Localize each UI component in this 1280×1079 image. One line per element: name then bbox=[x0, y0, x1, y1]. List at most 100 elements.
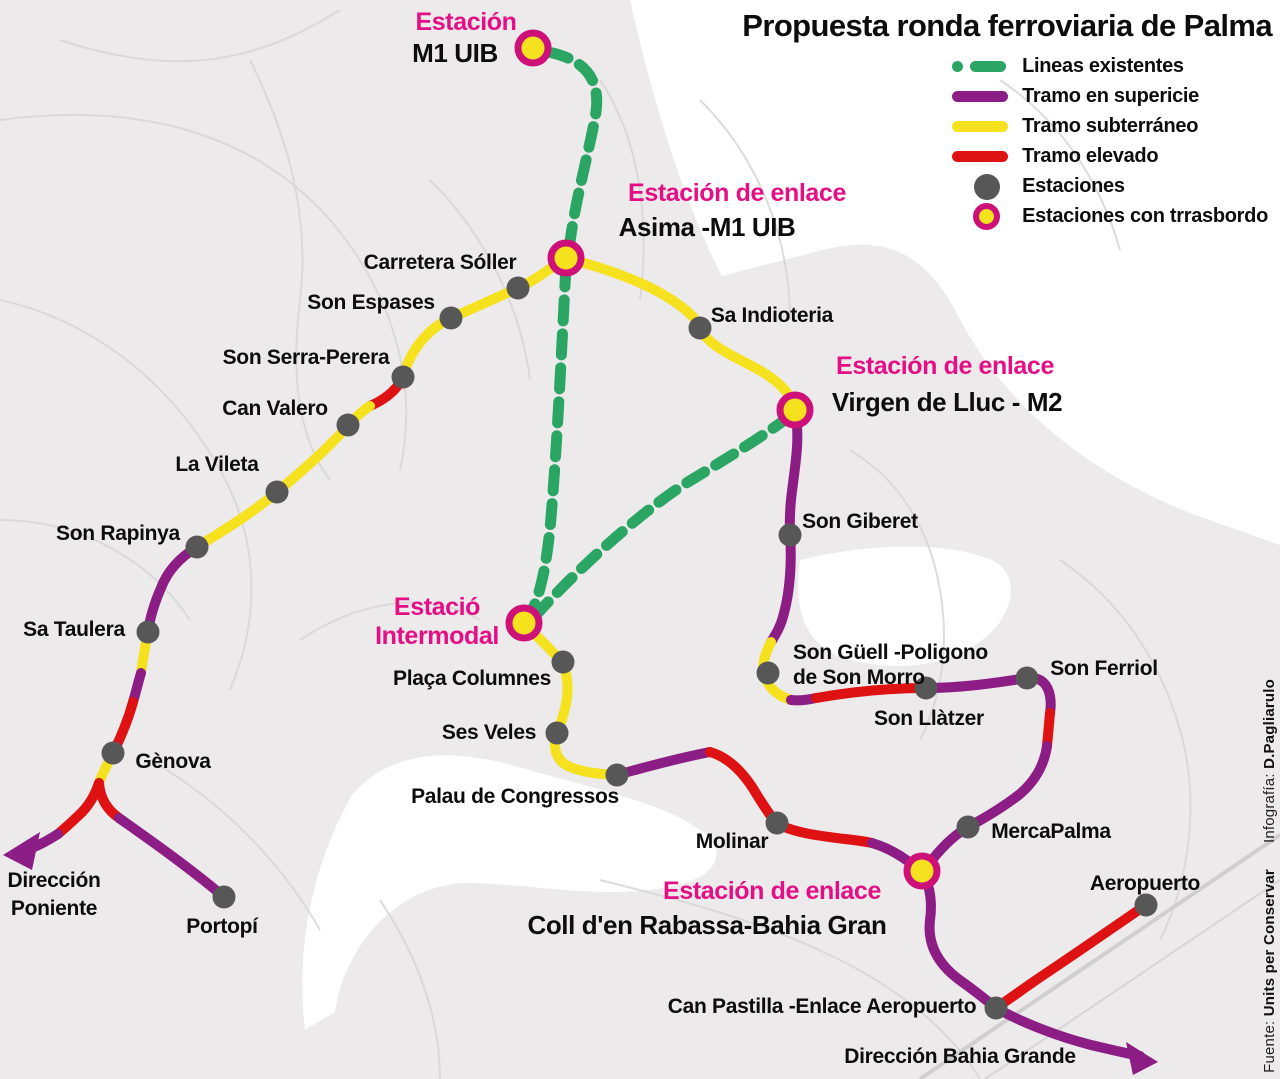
map-label-estaci-n: Estación bbox=[416, 8, 517, 36]
map-label-la-vileta: La Vileta bbox=[175, 453, 259, 476]
underground-section-swatch bbox=[952, 121, 1014, 132]
existing-lines-swatch bbox=[952, 61, 1014, 72]
map-label-ses-veles: Ses Veles bbox=[442, 721, 536, 744]
map-road bbox=[599, 79, 645, 301]
station-palau-de-congressos bbox=[605, 763, 629, 787]
infographic-author: D.Pagliarulo bbox=[1261, 679, 1278, 770]
rail-segment-aeropuerto-elevated bbox=[991, 900, 1151, 1013]
legend: Lineas existentes Tramo en supericie Tra… bbox=[952, 54, 1268, 230]
map-label-sa-indioteria: Sa Indioteria bbox=[711, 304, 834, 327]
surface-section-swatch bbox=[952, 91, 1014, 102]
map-label-can-valero: Can Valero bbox=[222, 397, 328, 420]
map-road bbox=[249, 59, 331, 481]
map-label-direcci-n-bahia-grande: Dirección Bahia Grande bbox=[844, 1045, 1075, 1068]
transfer-dot-swatch bbox=[952, 203, 1014, 230]
transfer-station-m1-uib bbox=[514, 29, 552, 67]
legend-label: Estaciones bbox=[1022, 175, 1125, 197]
source-name: Units per Conservar bbox=[1261, 869, 1278, 1017]
station-portop- bbox=[212, 885, 236, 909]
station-la-vileta bbox=[265, 480, 289, 504]
legend-label: Lineas existentes bbox=[1022, 55, 1184, 77]
infographic-label: Infografía: bbox=[1261, 773, 1278, 844]
map-label-son-giberet: Son Giberet bbox=[802, 510, 918, 533]
station-son-giberet bbox=[778, 523, 802, 547]
station-son-g-ell-poligono-de-son-morro bbox=[756, 661, 780, 685]
legend-item-stations: Estaciones bbox=[952, 173, 1268, 200]
station-son-ll-tzer bbox=[914, 676, 938, 700]
station-can-pastilla-enlace-aeropuerto bbox=[984, 996, 1008, 1020]
airport-runway bbox=[918, 833, 1280, 1079]
map-label-estaci-n-de-enlace: Estación de enlace bbox=[663, 877, 881, 905]
map-label-asima-m1-uib: Asima -M1 UIB bbox=[619, 212, 796, 242]
rail-segment-west-surface-1 bbox=[143, 542, 202, 637]
station-son-rapinya bbox=[185, 535, 209, 559]
legend-label: Tramo elevado bbox=[1022, 145, 1159, 167]
map-label-m1-uib: M1 UIB bbox=[412, 38, 498, 68]
map-label-virgen-de-lluc-m2: Virgen de Lluc - M2 bbox=[832, 387, 1062, 417]
map-label-aeropuerto: Aeropuerto bbox=[1090, 872, 1200, 895]
station-sa-indioteria bbox=[688, 316, 712, 340]
rail-segment-west-tunnel-1 bbox=[398, 253, 571, 382]
elevated-section-swatch bbox=[952, 151, 1014, 162]
station-pla-a-columnes bbox=[551, 650, 575, 674]
rail-segment-bahia-surface bbox=[920, 871, 1145, 1061]
map-label-can-pastilla-enlace-aeropuerto: Can Pastilla -Enlace Aeropuerto bbox=[668, 995, 977, 1018]
map-label-pla-a-columnes: Plaça Columnes bbox=[393, 667, 551, 690]
station-aeropuerto bbox=[1134, 893, 1158, 917]
map-label-estaci-n-de-enlace: Estación de enlace bbox=[628, 179, 846, 207]
airport-runway bbox=[984, 879, 1280, 1079]
station-son-serra-perera bbox=[391, 365, 415, 389]
rail-segment-west-elevated-fork-left bbox=[53, 778, 104, 839]
legend-item-underground-section: Tramo subterráneo bbox=[952, 114, 1268, 139]
map-label-molinar: Molinar bbox=[696, 830, 769, 853]
station-ses-veles bbox=[545, 721, 569, 745]
legend-label: Tramo subterráneo bbox=[1022, 115, 1199, 137]
map-label-portop-: Portopí bbox=[186, 915, 259, 938]
legend-item-elevated-section: Tramo elevado bbox=[952, 144, 1268, 169]
station-g-nova bbox=[101, 741, 125, 765]
station-can-valero bbox=[336, 413, 360, 437]
rail-segment-mercapalma-surface bbox=[921, 741, 1052, 873]
map-open-area bbox=[798, 546, 1011, 666]
map-road bbox=[299, 601, 481, 641]
map-label-carretera-s-ller: Carretera Sóller bbox=[364, 251, 517, 274]
station-son-espases bbox=[439, 306, 463, 330]
map-label-g-nova: Gènova bbox=[135, 750, 211, 773]
map-road bbox=[599, 879, 981, 1079]
map-road bbox=[699, 99, 791, 321]
station-son-ferriol bbox=[1015, 666, 1039, 690]
arrow-bahia-grande bbox=[1126, 1042, 1158, 1075]
map-road bbox=[429, 179, 531, 381]
map-road bbox=[379, 899, 441, 1079]
transfer-station-estaci-intermodal bbox=[505, 604, 543, 642]
map-label-son-rapinya: Son Rapinya bbox=[56, 522, 181, 545]
legend-item-surface-section: Tramo en supericie bbox=[952, 84, 1268, 109]
rail-segment-existing-uib-north bbox=[542, 46, 603, 256]
map-road bbox=[59, 9, 341, 63]
station-molinar bbox=[765, 811, 789, 835]
rail-segment-existing-virgen-diagonal bbox=[530, 410, 796, 621]
credits: Fuente: Units per ConservarInfografía: D… bbox=[1261, 679, 1278, 1073]
legend-item-existing-lines: Lineas existentes bbox=[952, 54, 1268, 79]
map-road bbox=[849, 449, 945, 741]
map-label-palau-de-congressos: Palau de Congressos bbox=[411, 785, 619, 808]
legend-label: Tramo en supericie bbox=[1022, 85, 1199, 107]
map-label-son-ll-tzer: Son Llàtzer bbox=[874, 707, 984, 730]
map-label-estaci-n-de-enlace: Estación de enlace bbox=[836, 352, 1054, 380]
page-title: Propuesta ronda ferroviaria de Palma bbox=[742, 8, 1272, 43]
map-road bbox=[0, 519, 191, 621]
map-road bbox=[999, 79, 1121, 251]
map-label-coll-d-en-rabassa-bahia-gran: Coll d'en Rabassa-Bahia Gran bbox=[527, 910, 886, 940]
rail-segment-palau-surface bbox=[612, 747, 715, 780]
map-label-son-ferriol: Son Ferriol bbox=[1050, 657, 1158, 680]
station-sa-taulera bbox=[136, 620, 160, 644]
rail-segment-llatzer-elevated bbox=[811, 683, 931, 703]
map-label-sa-taulera: Sa Taulera bbox=[23, 618, 125, 641]
map-open-area bbox=[302, 755, 717, 1030]
transfer-station-coll-d-en-rabassa-bahia-gran bbox=[903, 852, 941, 890]
map-open-area bbox=[630, 0, 1280, 545]
station-dot-swatch bbox=[952, 173, 1014, 200]
